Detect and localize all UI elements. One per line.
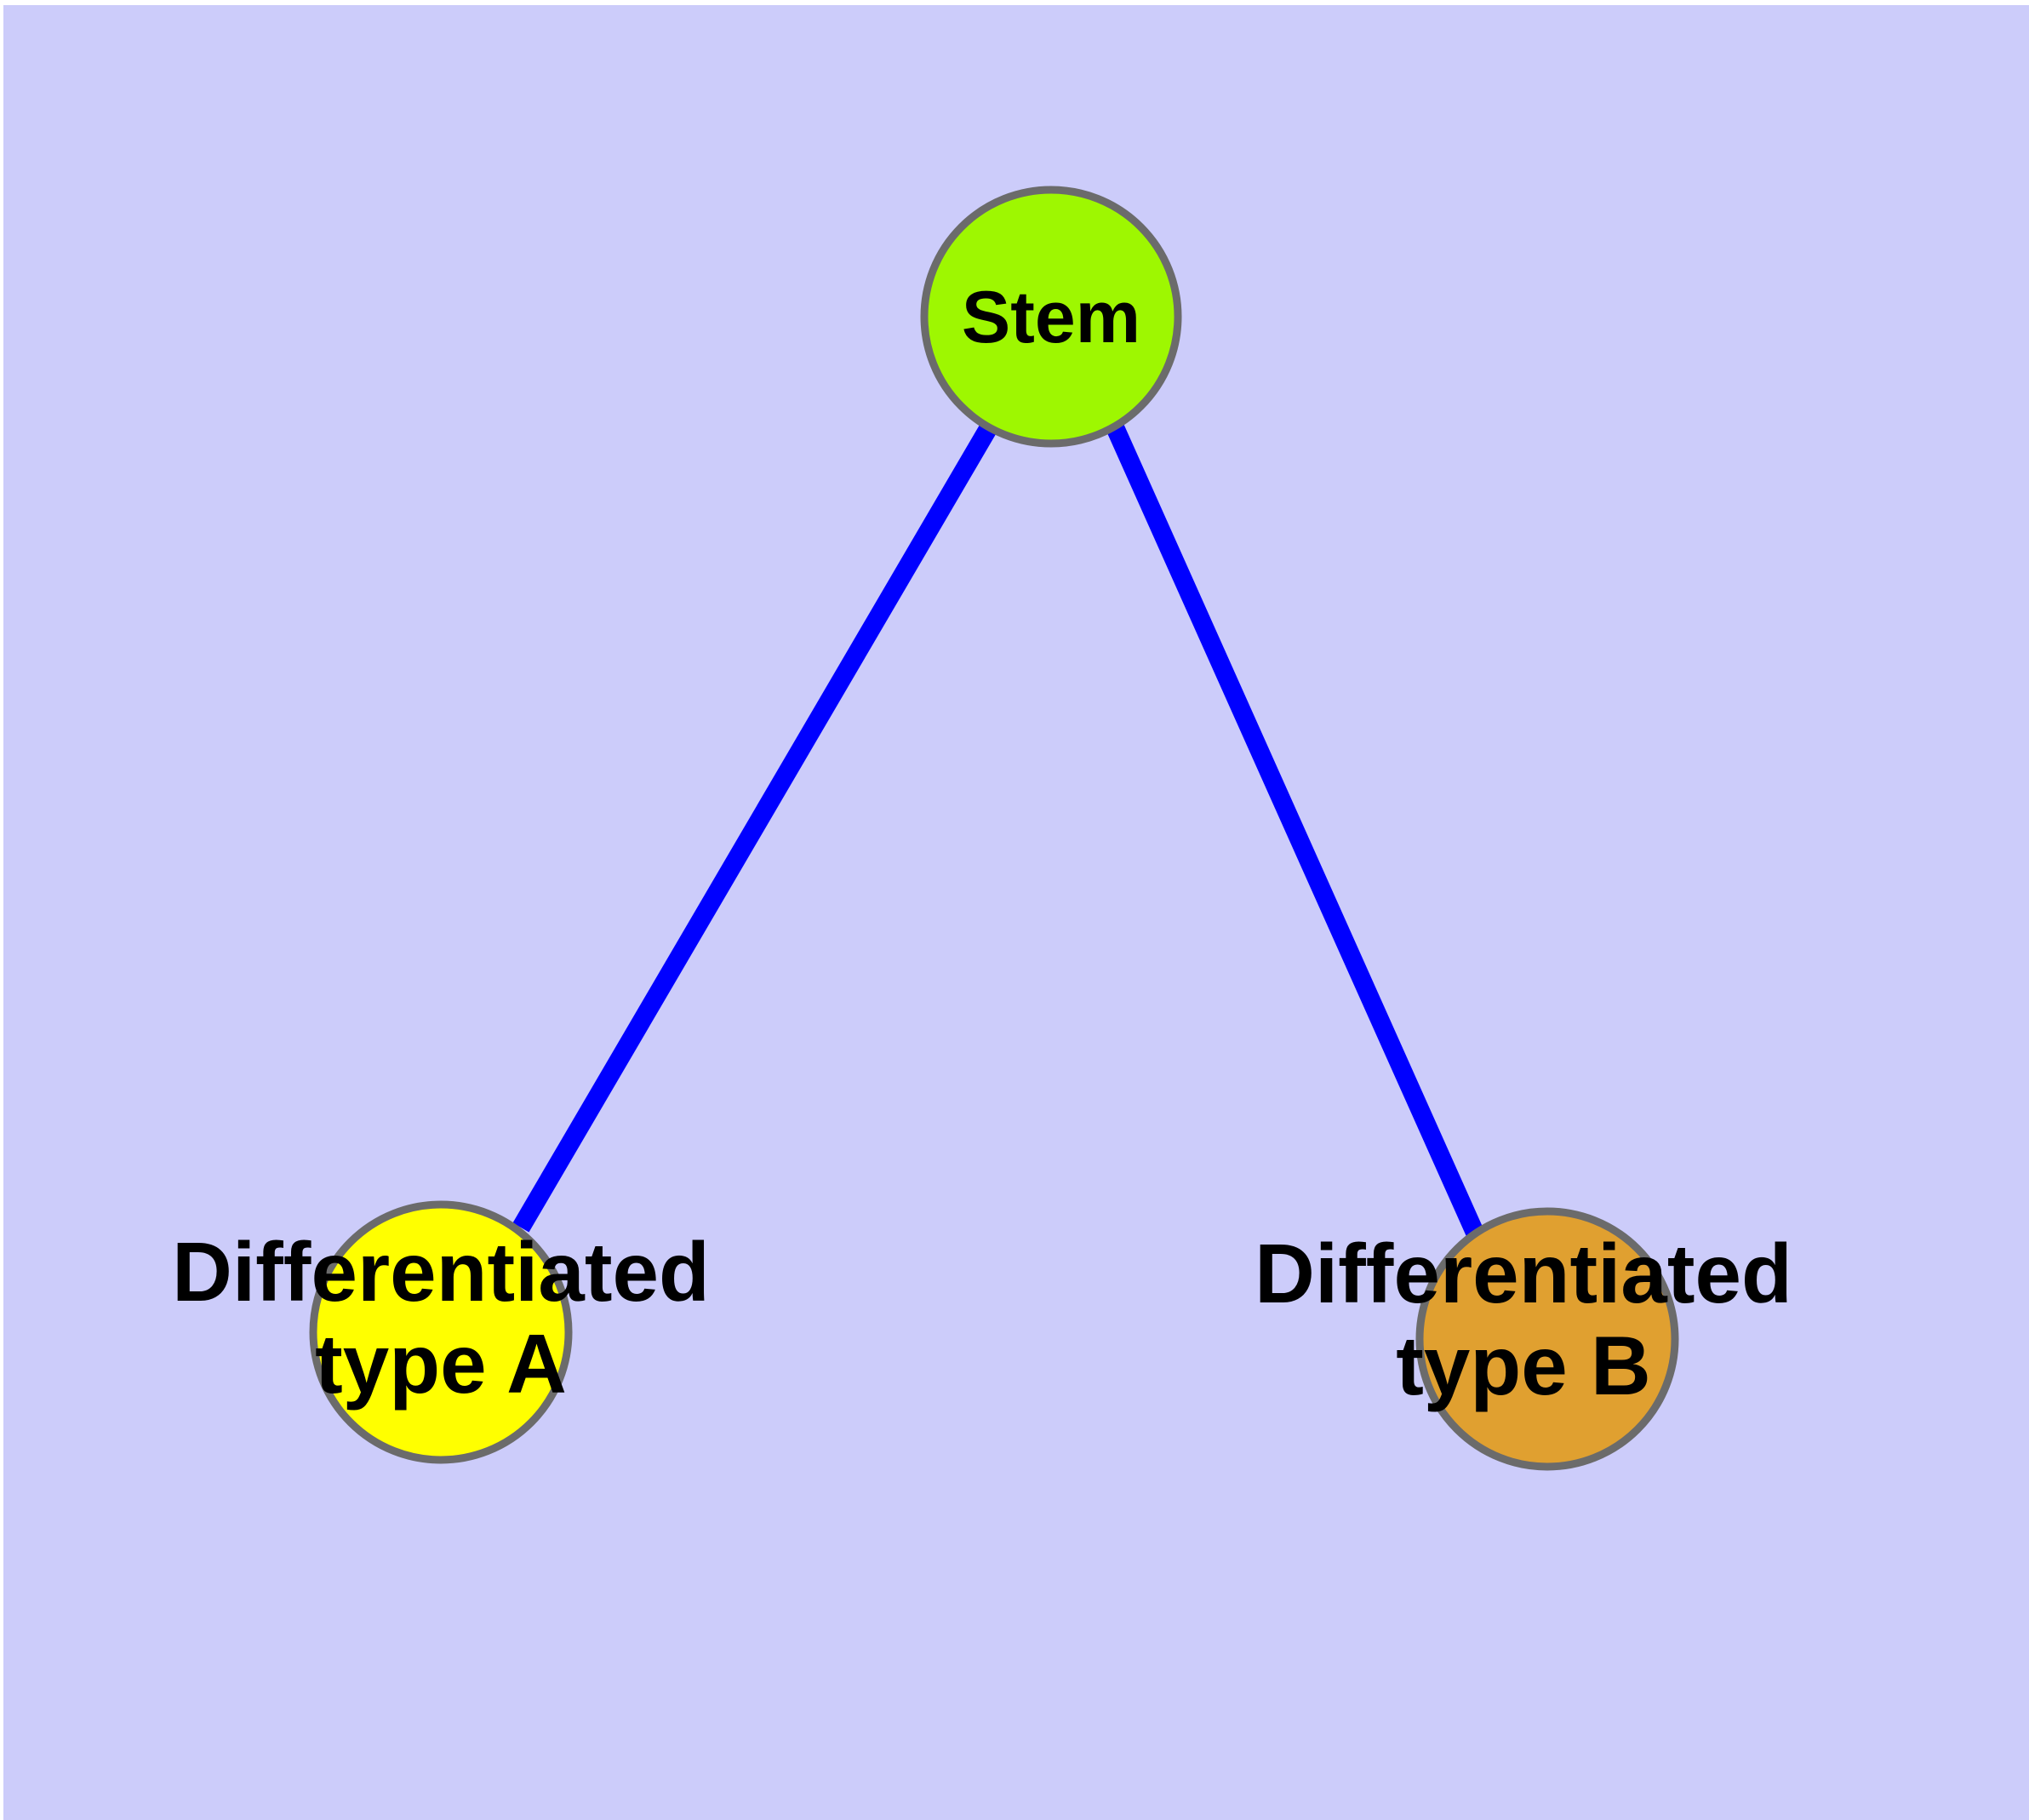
node-differentiated-type-a-circle[interactable] [309, 1200, 573, 1464]
node-differentiated-type-a[interactable]: Differentiated type A [172, 1200, 710, 1464]
edge-stem-to-differentiated-type-a[interactable] [512, 422, 997, 1233]
node-differentiated-type-a-label-line2: type A [315, 1317, 567, 1411]
node-differentiated-type-b-circle[interactable] [1415, 1207, 1679, 1471]
node-stem-circle[interactable] [920, 186, 1182, 448]
node-stem[interactable]: Stem [920, 186, 1182, 448]
node-differentiated-type-b[interactable]: Differentiated type B [1255, 1207, 1792, 1471]
node-differentiated-type-a-label-line1: Differentiated [172, 1225, 710, 1319]
node-differentiated-type-b-label-line2: type B [1396, 1319, 1651, 1412]
node-differentiated-type-b-label-line1: Differentiated [1255, 1227, 1792, 1320]
edge-stem-to-differentiated-type-b[interactable] [1106, 423, 1484, 1237]
edge-group [512, 422, 1484, 1237]
node-stem-label: Stem [962, 277, 1140, 358]
